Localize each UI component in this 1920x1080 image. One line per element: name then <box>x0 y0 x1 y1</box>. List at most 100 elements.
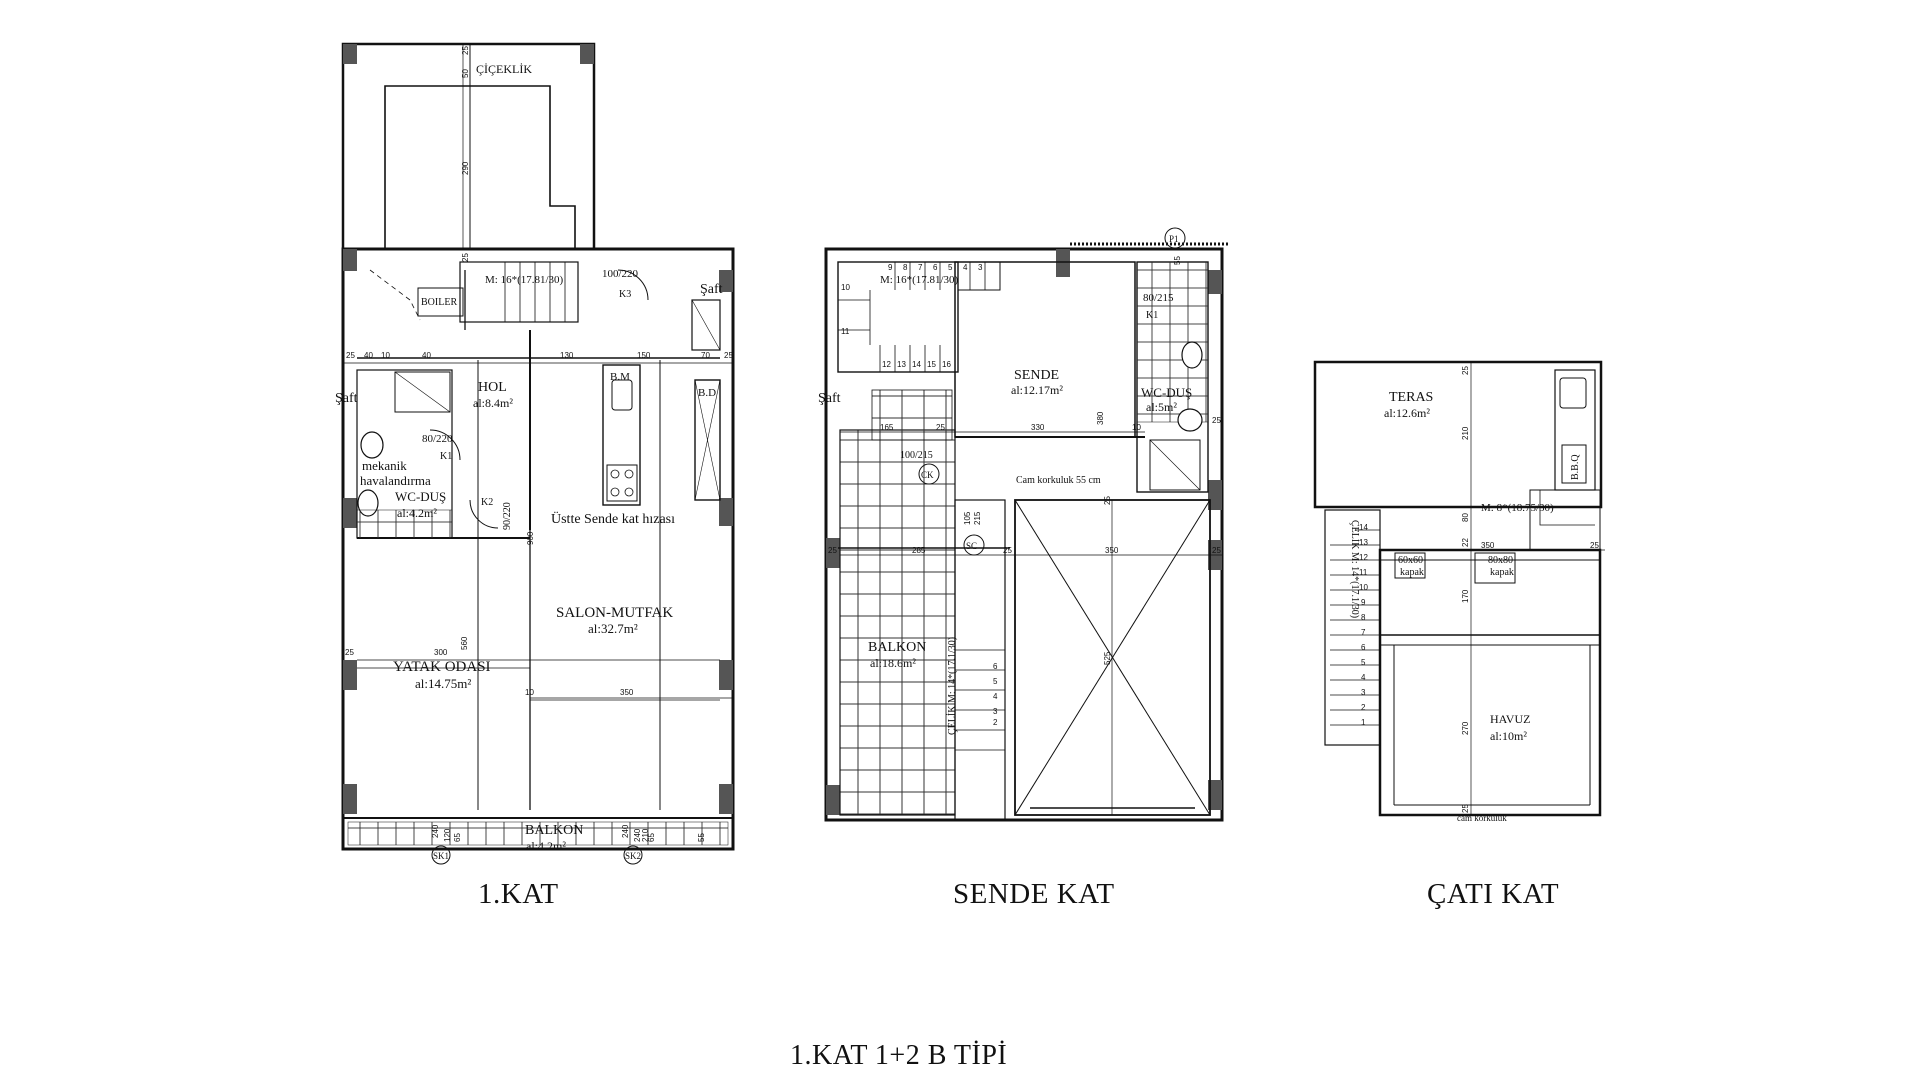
dim-25b: 25 <box>461 253 470 262</box>
dim-40b: 40 <box>422 351 431 360</box>
saft-label-1: Şaft <box>700 282 723 297</box>
door-k3: K3 <box>619 289 631 300</box>
dim-900: 900 <box>526 531 535 545</box>
cati-step-12: 12 <box>1359 553 1368 562</box>
celik-step-2: 2 <box>993 718 998 727</box>
cati-dim-25a: 25 <box>1461 366 1470 375</box>
caption-1-kat: 1.KAT <box>478 878 559 910</box>
yatak-label: YATAK ODASI <box>393 659 491 675</box>
cati-dim-22: 22 <box>1461 538 1470 547</box>
havalandirma-label: havalandırma <box>360 473 431 488</box>
caption-sende-kat: SENDE KAT <box>953 878 1115 910</box>
dim-25a: 25 <box>461 46 470 55</box>
sende-door-100-215: 100/215 <box>900 450 933 461</box>
sende-cam-label: Cam korkuluk 55 cm <box>1016 475 1101 486</box>
sende-dim-25a: 25 <box>936 423 945 432</box>
sende-step-11: 11 <box>841 327 850 336</box>
sk2-label: SK2 <box>625 851 641 861</box>
plan-1-labels: ÇİÇEKLİK BOILER M: 16*(17.81/30) 100/220… <box>335 46 733 861</box>
cati-step-8: 8 <box>1361 613 1366 622</box>
cati-step-1: 1 <box>1361 718 1366 727</box>
sk1-label: SK1 <box>433 851 449 861</box>
celik-step-3: 3 <box>993 707 998 716</box>
sende-wc-label: WC-DUŞ <box>1141 385 1192 400</box>
sende-step-7: 7 <box>918 263 923 272</box>
bbq-label: B.B.Q <box>1570 454 1581 480</box>
sende-outer-wall <box>824 247 1224 822</box>
salon-area: al:32.7m² <box>588 621 638 636</box>
dim-10: 10 <box>381 351 390 360</box>
plan-2-labels: P1 M: 16*(17.81/30) 9 8 7 6 5 4 3 10 11 … <box>818 234 1221 735</box>
sende-step-5: 5 <box>948 263 953 272</box>
dim-65a: 65 <box>453 833 462 842</box>
sende-step-4: 4 <box>963 263 968 272</box>
cati-step-4: 4 <box>1361 673 1366 682</box>
dim-40: 40 <box>364 351 373 360</box>
cati-dim-350: 350 <box>1481 541 1495 550</box>
sende-dim-25b: 25 <box>1212 416 1221 425</box>
sende-step-8: 8 <box>903 263 908 272</box>
dim-70: 70 <box>701 351 710 360</box>
cati-step-2: 2 <box>1361 703 1366 712</box>
sende-dim-105: 105 <box>963 511 972 525</box>
teras-area: al:12.6m² <box>1384 406 1430 420</box>
cati-step-11: 11 <box>1359 568 1368 577</box>
celik-step-5: 5 <box>993 677 998 686</box>
dim-150: 150 <box>637 351 651 360</box>
cam-korkuluk-label: cam korkuluk <box>1457 813 1507 823</box>
sende-dim-25d: 25 <box>1003 546 1012 555</box>
sende-dim-525: 525 <box>1103 651 1112 665</box>
cati-dim-80: 80 <box>1461 513 1470 522</box>
dim-240c: 240 <box>633 828 642 842</box>
cati-step-7: 7 <box>1361 628 1366 637</box>
sende-ck-label: CK <box>921 470 934 480</box>
p1-label: P1 <box>1169 234 1179 244</box>
sende-celik-label: ÇELİK M: 14*(17.1/30) <box>946 637 958 735</box>
sende-step-16: 16 <box>942 360 951 369</box>
bd-label: B.D <box>698 387 716 399</box>
sende-balkon-area: al:18.6m² <box>870 656 916 670</box>
dim-10b: 10 <box>525 688 534 697</box>
dim-65b: 65 <box>647 833 656 842</box>
sende-dim-215: 215 <box>973 511 982 525</box>
sende-sc-label: SC <box>966 541 977 551</box>
sende-label: SENDE <box>1014 368 1059 383</box>
yatak-area: al:14.75m² <box>415 676 471 691</box>
dim-130: 130 <box>560 351 574 360</box>
cati-step-14: 14 <box>1359 523 1368 532</box>
sende-step-13: 13 <box>897 360 906 369</box>
cati-dim-270: 270 <box>1461 721 1470 735</box>
hol-area: al:8.4m² <box>473 396 513 410</box>
sende-step-10: 10 <box>841 283 850 292</box>
sende-wc-area: al:5m² <box>1146 400 1177 414</box>
salon-label: SALON-MUTFAK <box>556 605 673 621</box>
sende-stair-label: M: 16*(17.81/30) <box>880 274 959 286</box>
sende-dim-330: 330 <box>1031 423 1045 432</box>
cati-dim-210: 210 <box>1461 426 1470 440</box>
cati-havuz-outline <box>1378 548 1602 817</box>
sende-dim-25c: 25 <box>828 546 837 555</box>
plan-2-sende-kat <box>824 227 1230 822</box>
plan-3-cati-kat <box>1313 360 1605 817</box>
sende-dim-55: 55 <box>1173 256 1182 265</box>
sende-door-k1: K1 <box>1146 310 1158 321</box>
dim-210: 210 <box>641 828 650 842</box>
cati-step-13: 13 <box>1359 538 1368 547</box>
ustte-label: Üstte Sende kat hızası <box>551 510 675 527</box>
kapak-2: 80x80 <box>1488 555 1513 566</box>
cati-dim-170: 170 <box>1461 589 1470 603</box>
page-title: 1.KAT 1+2 B TİPİ <box>790 1040 1008 1071</box>
dim-290: 290 <box>461 161 470 175</box>
teras-label: TERAS <box>1389 390 1433 405</box>
stair-label: M: 16*(17.81/30) <box>485 274 564 286</box>
sende-dim-380: 380 <box>1096 411 1105 425</box>
sende-dim-285: 285 <box>912 546 926 555</box>
cicekli-label: ÇİÇEKLİK <box>476 62 532 76</box>
cati-celik-label: ÇELİK M: 14*(17.1/30) <box>1349 520 1361 618</box>
kapak-1: 60x60 <box>1398 555 1423 566</box>
saft-label-2: Şaft <box>335 391 358 406</box>
dim-350: 350 <box>620 688 634 697</box>
dim-300: 300 <box>434 648 448 657</box>
cati-dim-25b: 25 <box>1590 541 1599 550</box>
